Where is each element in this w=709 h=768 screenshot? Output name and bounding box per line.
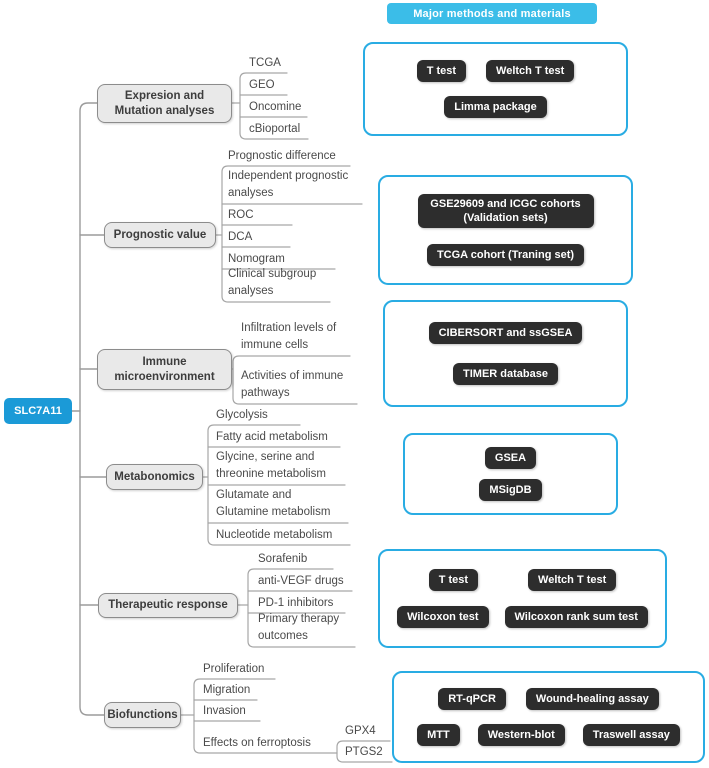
subtopic-primary-therapy: Primary therapy outcomes	[258, 613, 340, 642]
subtopic-glutamate-glutamine: Glutamate and Glutamine metabolism	[216, 489, 331, 518]
subtopic-independent-prognostic: Independent prognostic analyses	[228, 170, 349, 199]
methods-container-prognostic: GSE29609 and ICGC cohorts (Validation se…	[378, 175, 633, 285]
subtopic-clinical-subgroup: Clinical subgroup analyses	[228, 268, 317, 297]
category-metabonomics: Metabonomics	[106, 464, 203, 490]
subtopic-gpx4: GPX4	[345, 725, 376, 737]
methods-container-therapeutic: T test Weltch T test Wilcoxon test Wilco…	[378, 549, 667, 648]
header-badge: Major methods and materials	[387, 3, 597, 24]
methods-container-expression: T test Weltch T test Limma package	[363, 42, 628, 136]
methods-container-immune: CIBERSORT and ssGSEA TIMER database	[383, 300, 628, 407]
method-pill: Wilcoxon test	[397, 606, 489, 629]
method-pill: Weltch T test	[528, 568, 617, 591]
subtopic-tcga: TCGA	[249, 57, 281, 69]
method-pill: Wilcoxon rank sum test	[504, 606, 648, 629]
method-pill: TCGA cohort (Traning set)	[426, 243, 585, 266]
subtopic-proliferation: Proliferation	[203, 663, 265, 675]
method-pill: Limma package	[444, 96, 547, 118]
method-pill: Wound-healing assay	[525, 688, 659, 711]
subtopic-cbioportal: cBioportal	[249, 123, 301, 135]
method-pill: T test	[428, 568, 479, 591]
subtopic-sorafenib: Sorafenib	[258, 553, 308, 565]
category-immune-microenvironment: Immune microenvironment	[97, 349, 232, 390]
category-prognostic-value: Prognostic value	[104, 222, 216, 248]
category-expression-mutation: Expresion and Mutation analyses	[97, 84, 232, 123]
subtopic-prognostic-difference: Prognostic difference	[228, 150, 336, 162]
root-node-slc7a11: SLC7A11	[4, 398, 72, 424]
subtopic-infiltration-levels: Infiltration levels of immune cells	[241, 322, 337, 351]
subtopic-oncomine: Oncomine	[249, 101, 302, 113]
method-pill: GSE29609 and ICGC cohorts (Validation se…	[417, 194, 594, 229]
subtopic-nucleotide: Nucleotide metabolism	[216, 529, 333, 541]
subtopic-anti-vegf: anti-VEGF drugs	[258, 575, 344, 587]
subtopic-fatty-acid: Fatty acid metabolism	[216, 431, 328, 443]
subtopic-nomogram: Nomogram	[228, 253, 285, 265]
method-pill: TIMER database	[453, 362, 558, 385]
subtopic-roc: ROC	[228, 209, 254, 221]
method-pill: CIBERSORT and ssGSEA	[428, 322, 583, 345]
subtopic-glycine-serine: Glycine, serine and threonine metabolism	[216, 451, 326, 480]
method-pill: RT-qPCR	[438, 688, 506, 711]
subtopic-immune-pathways: Activities of immune pathways	[241, 370, 344, 399]
method-pill: Western-blot	[477, 723, 565, 746]
subtopic-pd1-inhibitors: PD-1 inhibitors	[258, 597, 334, 609]
methods-container-metabonomics: GSEA MSigDB	[403, 433, 618, 515]
subtopic-dca: DCA	[228, 231, 253, 243]
category-biofunctions: Biofunctions	[104, 702, 181, 728]
category-therapeutic-response: Therapeutic response	[98, 593, 238, 618]
subtopic-geo: GEO	[249, 79, 275, 91]
method-pill: MTT	[417, 723, 460, 746]
subtopic-invasion: Invasion	[203, 705, 246, 717]
methods-container-biofunctions: RT-qPCR Wound-healing assay MTT Western-…	[392, 671, 705, 763]
subtopic-effects-ferroptosis: Effects on ferroptosis	[203, 737, 311, 749]
method-pill: GSEA	[484, 447, 537, 469]
subtopic-ptgs2: PTGS2	[345, 746, 383, 758]
method-pill: Traswell assay	[582, 723, 680, 746]
subtopic-glycolysis: Glycolysis	[216, 409, 268, 421]
method-pill: Weltch T test	[486, 60, 575, 82]
method-pill: MSigDB	[479, 479, 542, 501]
method-pill: T test	[416, 60, 467, 82]
subtopic-migration: Migration	[203, 684, 251, 696]
